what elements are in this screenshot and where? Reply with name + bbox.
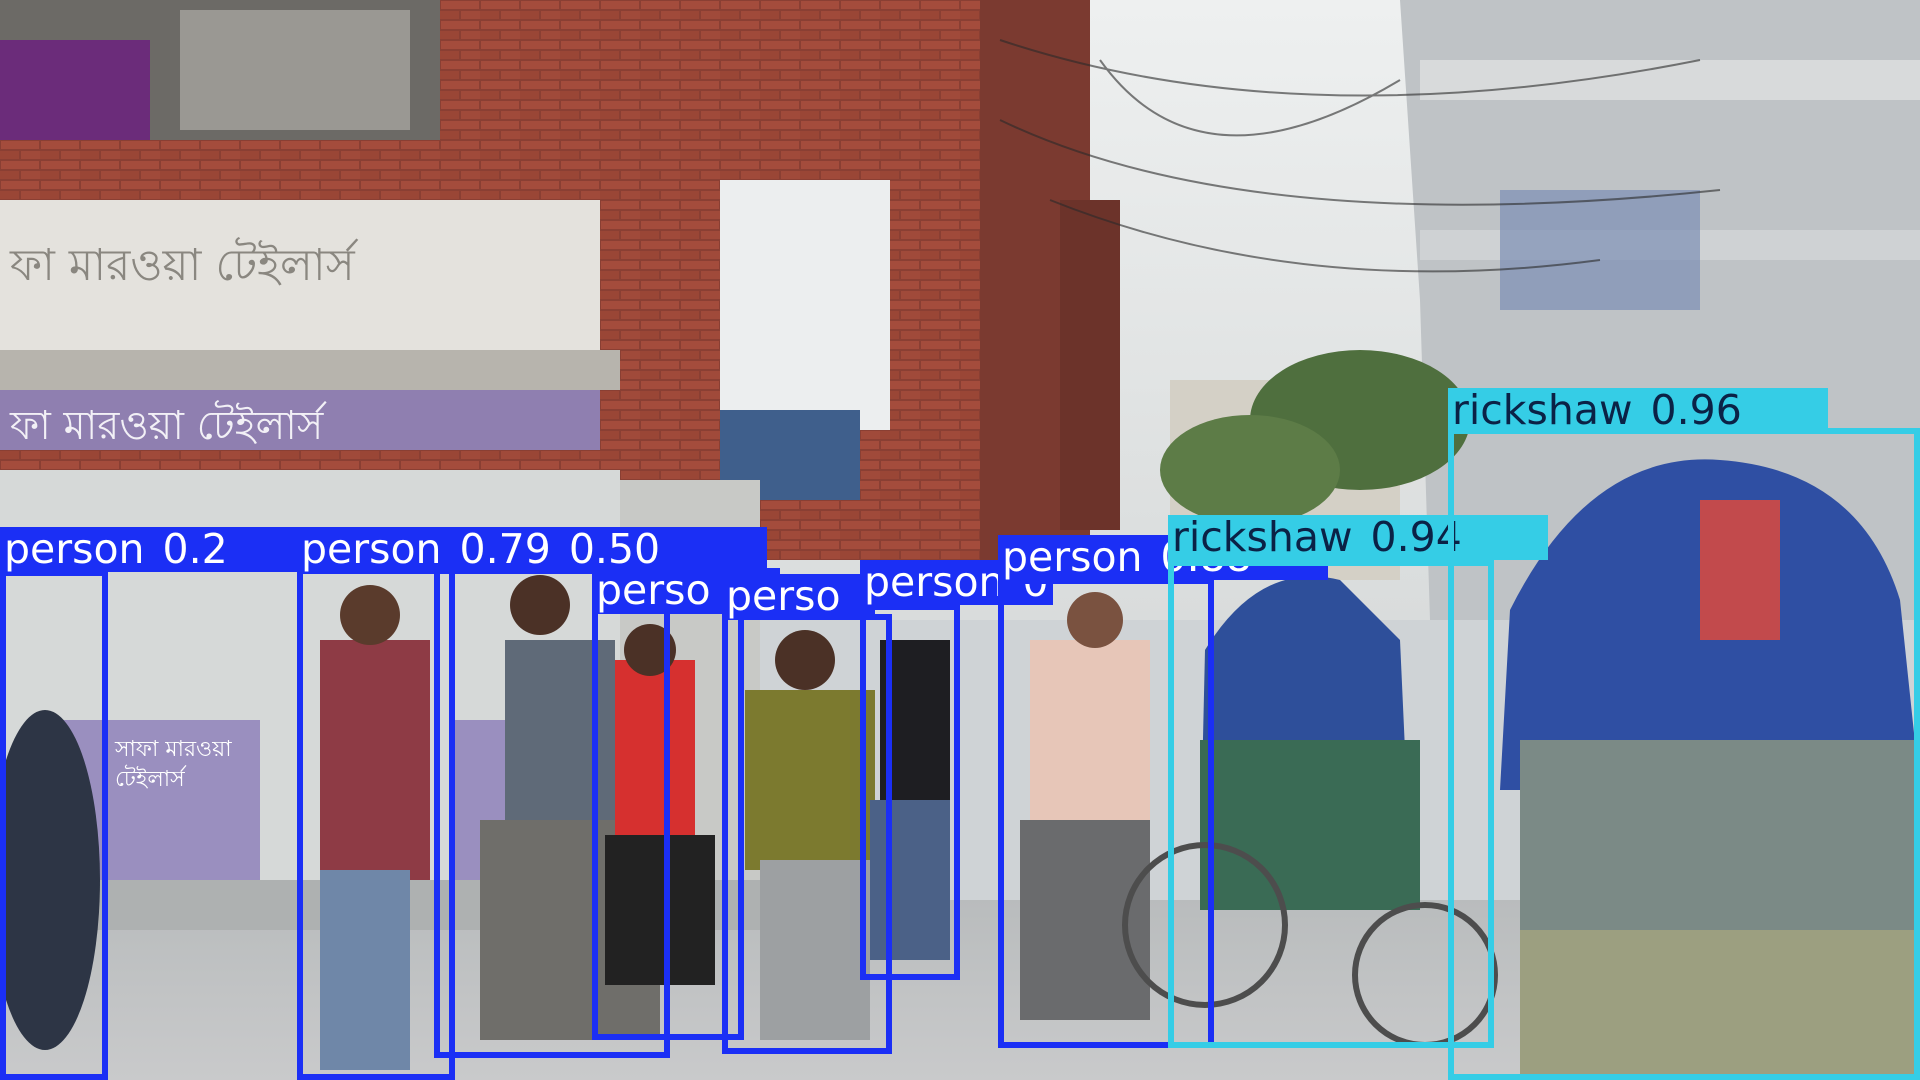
rickshaw-box-1	[1168, 560, 1494, 1048]
label-class: perso	[596, 568, 711, 613]
label-class: person	[1002, 535, 1143, 580]
label-class: person	[4, 527, 145, 572]
person-box-2	[297, 568, 455, 1080]
label-class: person	[301, 527, 442, 572]
pedestrians	[0, 575, 1150, 1070]
overhead-wires	[999, 39, 1721, 273]
shop-sign-lower: ফা মারওয়া টেইলার্স	[10, 403, 324, 449]
label-score: 0.79	[459, 527, 551, 572]
label-class: perso	[726, 574, 841, 619]
person-box-6	[860, 604, 960, 980]
person-box-7	[998, 578, 1214, 1048]
window-sign: সাফা মারওয়া টেইলার্স	[115, 737, 232, 792]
rickshaw-box-2	[1448, 428, 1920, 1080]
shop-sign-upper: ফা মারওয়া টেইলার্স	[10, 240, 355, 291]
rickshaw-label-2: rickshaw 0.96	[1448, 388, 1828, 433]
label-score: 0.96	[1650, 388, 1742, 433]
person-label-4: perso	[722, 574, 875, 619]
label-class: rickshaw	[1172, 515, 1353, 560]
label-class: person	[864, 560, 1005, 605]
label-score: 0.50	[568, 527, 661, 572]
rickshaws	[1122, 459, 1920, 1080]
person-box-1	[0, 570, 108, 1080]
person-label-1: person 0.2	[0, 527, 303, 572]
label-score: 0.94	[1370, 515, 1462, 560]
person-label-2: person 0.79 0.50	[297, 527, 767, 572]
label-score: 0.2	[162, 527, 228, 572]
rickshaw-label-1: rickshaw 0.94	[1168, 515, 1548, 560]
label-class: rickshaw	[1452, 388, 1633, 433]
